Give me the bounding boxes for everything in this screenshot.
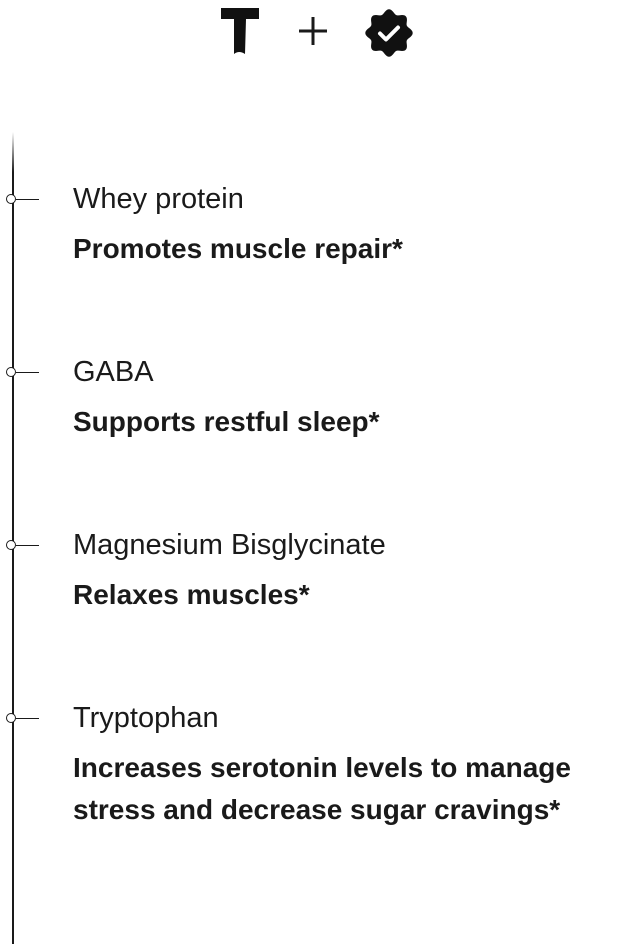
ingredient-name: Tryptophan [73, 702, 219, 734]
timeline-connector [16, 198, 39, 201]
timeline-connector [16, 717, 39, 720]
timeline-node [6, 367, 16, 377]
check-badge-icon [365, 9, 413, 57]
ingredient-benefit: Relaxes muscles* [73, 579, 310, 610]
timeline-connector [16, 371, 39, 374]
timeline-node [6, 713, 16, 723]
brand-t-logo-icon [221, 8, 259, 54]
ingredient-name: GABA [73, 356, 154, 388]
ingredient-benefit: Increases serotonin levels to manage str… [73, 752, 571, 825]
plus-icon [299, 17, 327, 45]
ingredient-benefit: Supports restful sleep* [73, 406, 380, 437]
timeline-connector [16, 544, 39, 547]
timeline-node [6, 540, 16, 550]
ingredient-name: Magnesium Bisglycinate [73, 529, 386, 561]
ingredient-benefit: Promotes muscle repair* [73, 233, 403, 264]
logo-row: + [0, 0, 633, 60]
timeline-line [12, 132, 14, 944]
timeline-node [6, 194, 16, 204]
ingredient-name: Whey protein [73, 183, 244, 215]
